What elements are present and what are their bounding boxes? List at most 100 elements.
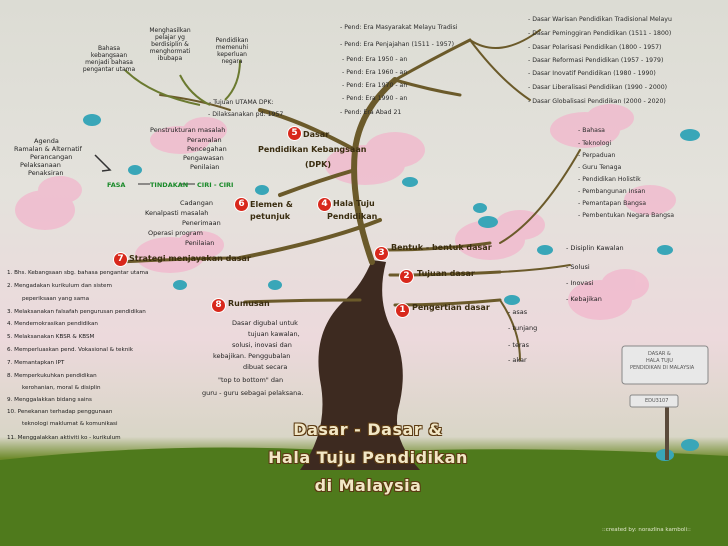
- strategi-item: 4. Mendemokrasikan pendidikan: [7, 321, 98, 327]
- number-badge-7: 7: [113, 252, 128, 267]
- number-badge-8: 8: [211, 298, 226, 313]
- proses-item: Peramalan: [187, 136, 222, 144]
- branch-label-5-line2: Pendidikan Kebangsaan: [258, 145, 367, 154]
- strategi-item: 10. Penekanan terhadap penggunaan: [7, 409, 113, 415]
- strategi-item: 3. Melaksanakan falsafah pengurusan pend…: [7, 309, 146, 315]
- grass: [0, 447, 728, 546]
- ciri-label: CIRI - CIRI: [197, 181, 234, 189]
- strategi-item: 9. Menggalakkan bidang sains: [7, 397, 92, 403]
- strategi-item: 6. Memperluaskan pend. Vokasional & tekn…: [7, 347, 134, 353]
- number-badge-3: 3: [374, 246, 389, 261]
- cadangan-item: Cadangan: [180, 199, 213, 207]
- main-title-line3: di Malaysia: [314, 476, 422, 495]
- rumusan-line: solusi, inovasi dan: [232, 341, 292, 349]
- branch-label-6-line2: petunjuk: [250, 212, 291, 221]
- dasar-item: - Dasar Polarisasi Pendidikan (1800 - 19…: [528, 44, 662, 51]
- cadangan-item: Operasi program: [148, 229, 203, 237]
- pengertian-item: - teras: [508, 341, 530, 349]
- rumusan-line: tujuan kawalan,: [248, 330, 300, 338]
- rumusan-line: kebajikan. Penggubalan: [213, 352, 291, 360]
- branch-label-6: Elemen &: [250, 200, 293, 209]
- branch-label-3: Bentuk - bentuk dasar: [391, 243, 492, 252]
- connector-lines: [124, 59, 241, 106]
- branch-label-2: Tujuan dasar: [417, 269, 475, 278]
- bubble-bahasa: Bahasa kebangsaan menjadi bahasa pengant…: [82, 45, 136, 73]
- strategi-item: 5. Melaksanakan KBSR & KBSM: [7, 334, 95, 340]
- proses-item: Pencegahan: [187, 145, 227, 153]
- signboard: [621, 345, 709, 460]
- rumusan-line: Dasar digubal untuk: [232, 319, 298, 327]
- signboard-text: PENDIDIKAN DI MALAYSIA: [630, 365, 695, 371]
- aspect-item: - Bahasa: [578, 127, 605, 134]
- pengertian-item: - tunjang: [508, 324, 538, 332]
- cadangan-item: Penilaian: [185, 239, 215, 247]
- era-item: - Pend: Era Masyarakat Melayu Tradisi: [340, 24, 458, 31]
- agenda-line: Agenda: [34, 137, 59, 145]
- agenda-line: Ramalan & Alternatif: [14, 145, 82, 153]
- bentuk-item: - Solusi: [566, 263, 590, 271]
- era-item: - Pend: Era 1990 - an: [342, 95, 408, 102]
- strategi-item: kerohanian, moral & disiplin: [22, 385, 101, 391]
- dasar-item: - Dasar Globalisasi Pendidikan (2000 - 2…: [528, 98, 666, 105]
- strategi-item: 1. Bhs. Kebangsaan sbg. bahasa pengantar…: [7, 270, 149, 276]
- tindakan-label: TINDAKAN: [150, 181, 189, 189]
- tujuan-utama-dpk: - Tujuan UTAMA DPK:: [209, 99, 274, 106]
- branch-label-7: Strategi menjayakan dasar: [129, 254, 251, 263]
- number-badge-4: 4: [317, 197, 332, 212]
- number-badge-2: 2: [399, 269, 414, 284]
- agenda-line: Pelaksanaan: [20, 161, 61, 169]
- branch-label-1: Pengertian dasar: [412, 303, 490, 312]
- fasa-label: FASA: [107, 181, 126, 189]
- main-title-line1: Dasar - Dasar &: [293, 420, 443, 439]
- dasar-item: - Dasar Reformasi Pendidikan (1957 - 197…: [528, 57, 664, 64]
- dasar-item: - Dasar Liberalisasi Pendidikan (1990 - …: [528, 84, 668, 91]
- rumusan-line: "top to bottom" dan: [218, 376, 284, 384]
- cadangan-item: Penerimaan: [182, 219, 221, 227]
- branch-label-4: Hala Tuju: [333, 199, 375, 208]
- proses-item: Pengawasan: [183, 154, 224, 162]
- dasar-item: - Dasar Inovatif Pendidikan (1980 - 1990…: [528, 70, 656, 77]
- credit: ::created by: norazlina kamboli::: [602, 527, 691, 533]
- main-title-line2: Hala Tuju Pendidikan: [268, 448, 468, 467]
- aspect-item: - Teknologi: [578, 140, 612, 147]
- aspect-item: - Pendidikan Holistik: [578, 176, 641, 183]
- cadangan-item: Kenalpasti masalah: [145, 209, 209, 217]
- branch-label-8: Rumusan: [228, 299, 270, 308]
- tree-trunk: [300, 260, 420, 470]
- proses-item: Penilaian: [190, 163, 220, 171]
- bubble-pendidikan: Pendidikan memenuhi keperluan negara: [215, 37, 249, 65]
- agenda-line: Penaksiran: [28, 169, 64, 177]
- aspect-item: - Guru Tenaga: [578, 164, 622, 171]
- bubble-menghasilkan: Menghasilkan pelajar yg berdisiplin & me…: [149, 27, 191, 62]
- number-badge-1: 1: [395, 303, 410, 318]
- dasar-item: - Dasar Peminggiran Pendidikan (1511 - 1…: [528, 30, 672, 37]
- rumusan-line: dibuat secara: [243, 363, 288, 371]
- bentuk-item: - Disiplin Kawalan: [566, 244, 624, 252]
- agenda-line: Perancangan: [30, 153, 73, 161]
- number-badge-5: 5: [287, 126, 302, 141]
- proses-item: Penstrukturan masalah: [150, 126, 226, 134]
- arrow-icon: [94, 154, 112, 172]
- strategi-item: 7. Memantapkan IPT: [7, 360, 65, 366]
- era-item: - Pend: Era 1950 - an: [342, 56, 408, 63]
- aspect-item: - Pembentukan Negara Bangsa: [578, 212, 675, 219]
- signboard-text-small: EDU3107: [645, 398, 669, 404]
- strategi-item: 11. Menggalakkan aktiviti ko - kurikulum: [7, 435, 121, 441]
- era-item: - Pend: Era Abad 21: [340, 109, 402, 116]
- dasar-item: - Dasar Warisan Pendidikan Tradisional M…: [528, 16, 672, 23]
- branch-label-5-line3: (DPK): [305, 160, 332, 169]
- dilaksanakan-1957: - Dilaksanakan pd: 1957: [208, 111, 284, 118]
- strategi-item: 2. Mengadakan kurikulum dan sistem: [7, 283, 112, 289]
- signboard-text: HALA TUJU: [646, 358, 673, 364]
- signboard-text: DASAR &: [648, 351, 671, 357]
- era-item: - Pend: Era 1970 - an: [342, 82, 408, 89]
- birds: [83, 114, 700, 461]
- strategi-item: peperiksaan yang sama: [22, 296, 90, 302]
- era-item: - Pend: Era 1960 - an: [342, 69, 408, 76]
- branch-label-4-line2: Pendidikan: [327, 212, 378, 221]
- rumusan-line: guru - guru sebagai pelaksana.: [202, 389, 304, 397]
- number-badge-6: 6: [234, 197, 249, 212]
- strategi-item: 8. Memperkukuhkan pendidikan: [7, 373, 97, 379]
- aspect-item: - Pemantapan Bangsa: [578, 200, 646, 207]
- pengertian-item: - akar: [508, 356, 527, 364]
